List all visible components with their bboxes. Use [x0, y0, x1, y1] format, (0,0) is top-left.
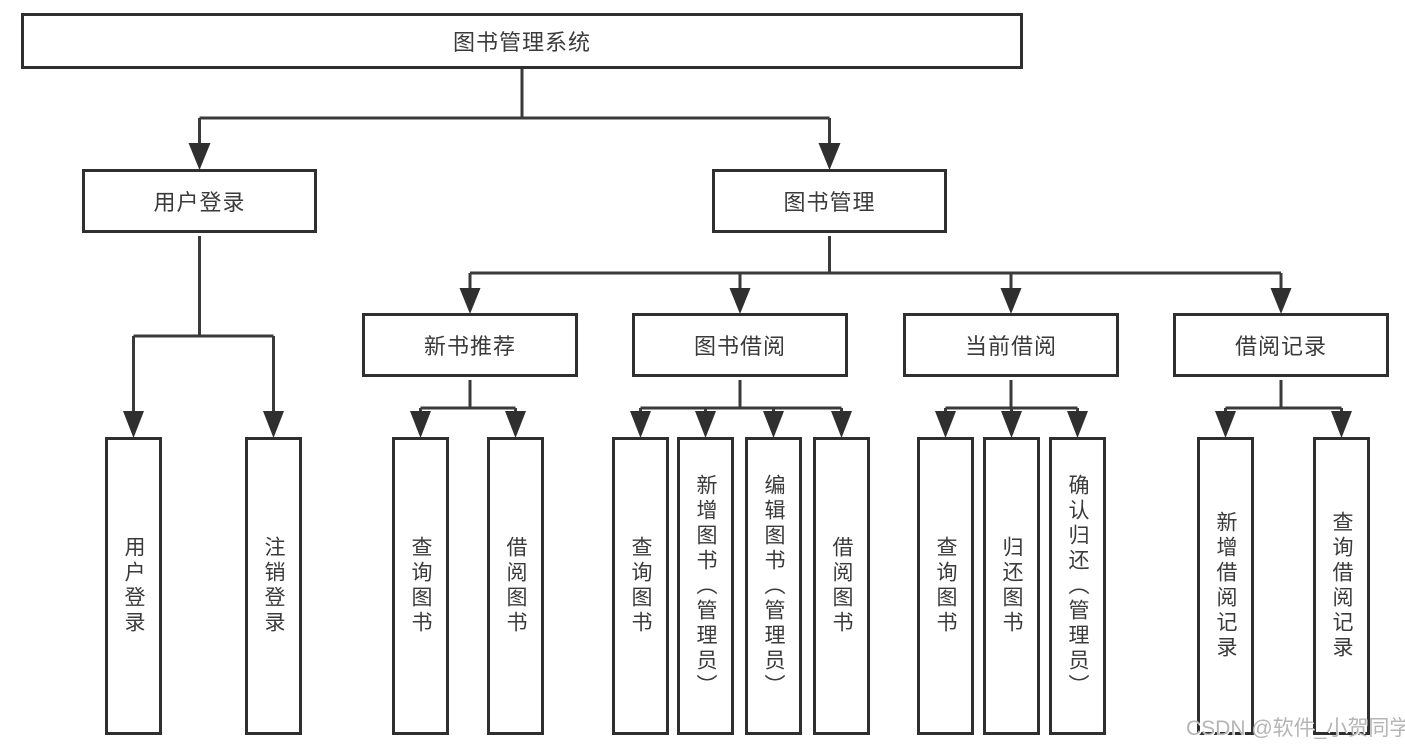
leaf-borrow-books-recommend: 借阅图书	[487, 437, 544, 735]
node-label: 用户登录	[153, 190, 246, 215]
node-label: 借阅图书	[504, 536, 528, 636]
node-label: 图书管理	[783, 190, 876, 215]
csdn-watermark: CSDN @软件_小贺同学	[1186, 717, 1405, 740]
node-label: 确认归还（管理员）	[1066, 473, 1090, 699]
node-label: 注销登录	[262, 536, 286, 636]
node-label: 归还图书	[1000, 536, 1024, 636]
leaf-add-borrow-record: 新增借阅记录	[1197, 437, 1254, 735]
node-label: 当前借阅	[964, 334, 1057, 359]
node-label: 查询借阅记录	[1330, 511, 1354, 661]
node-label: 图书借阅	[693, 334, 786, 359]
node-user-login: 用户登录	[82, 169, 317, 233]
node-label: 用户登录	[122, 536, 146, 636]
node-new-book-recommendation: 新书推荐	[362, 313, 578, 377]
leaf-add-book-admin: 新增图书（管理员）	[677, 437, 734, 735]
leaf-logout: 注销登录	[245, 437, 302, 735]
node-label: 查询图书	[409, 536, 433, 636]
node-label: 新增借阅记录	[1214, 511, 1238, 661]
leaf-edit-book-admin: 编辑图书（管理员）	[745, 437, 802, 735]
node-book-borrowing: 图书借阅	[632, 313, 848, 377]
node-label: 图书管理系统	[452, 30, 591, 55]
node-label: 借阅图书	[830, 536, 854, 636]
leaf-return-book: 归还图书	[983, 437, 1040, 735]
node-library-management-system: 图书管理系统	[21, 13, 1023, 69]
leaf-query-books-current: 查询图书	[917, 437, 974, 735]
leaf-user-login: 用户登录	[105, 437, 162, 735]
leaf-query-borrow-record: 查询借阅记录	[1313, 437, 1370, 735]
node-book-management: 图书管理	[712, 169, 947, 233]
node-label: 借阅记录	[1234, 334, 1327, 359]
node-current-borrowing: 当前借阅	[903, 313, 1119, 377]
leaf-query-books-borrow: 查询图书	[612, 437, 669, 735]
leaf-confirm-return-admin: 确认归还（管理员）	[1049, 437, 1106, 735]
node-label: 新增图书（管理员）	[694, 473, 718, 699]
leaf-borrow-books: 借阅图书	[813, 437, 870, 735]
node-borrowing-records: 借阅记录	[1173, 313, 1389, 377]
node-label: 查询图书	[629, 536, 653, 636]
node-label: 新书推荐	[423, 334, 516, 359]
node-label: 查询图书	[934, 536, 958, 636]
leaf-query-books-recommend: 查询图书	[392, 437, 449, 735]
node-label: 编辑图书（管理员）	[762, 473, 786, 699]
